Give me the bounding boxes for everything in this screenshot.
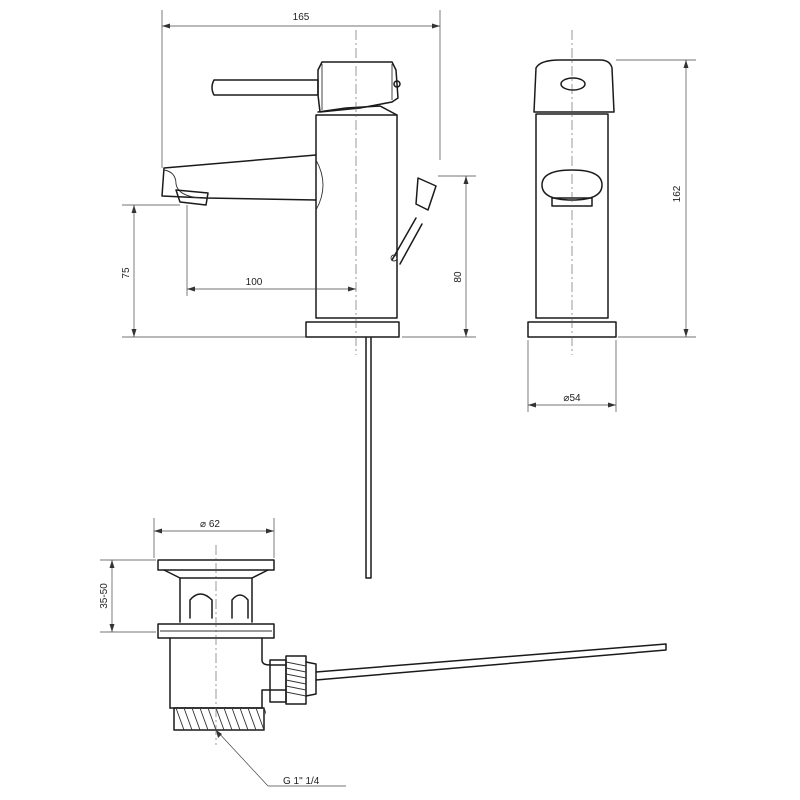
dim-label-base-diameter: ⌀54: [563, 393, 581, 404]
popup-waste: [157, 545, 667, 745]
dim-label-overall-length: 165: [293, 12, 310, 23]
mixer-body: [315, 114, 398, 319]
dim-label-spout-reach: 100: [246, 277, 263, 288]
dim-label-plug-lift: 35-50: [99, 583, 110, 609]
mixer-base: [305, 321, 400, 338]
dim-label-flange-diameter: ⌀ 62: [200, 519, 220, 530]
side-nut: [285, 655, 307, 705]
waste-body: [169, 637, 287, 709]
dim-label-spout-height: 75: [121, 267, 132, 279]
spout: [161, 154, 317, 201]
front-handle: [533, 59, 615, 113]
pull-rod: [365, 337, 372, 579]
dim-label-body-height: 80: [453, 271, 464, 283]
lever-handle: [211, 79, 319, 96]
mixer-front-view: [527, 30, 617, 355]
popup-rod-lever: [391, 217, 423, 265]
dim-label-thread: G 1" 1/4: [283, 776, 320, 787]
handle-cap: [317, 61, 399, 113]
dimension-lines: [100, 10, 696, 787]
waste-rod: [315, 643, 667, 681]
mixer-side-view: [161, 30, 437, 579]
dim-label-overall-height: 162: [672, 185, 683, 202]
